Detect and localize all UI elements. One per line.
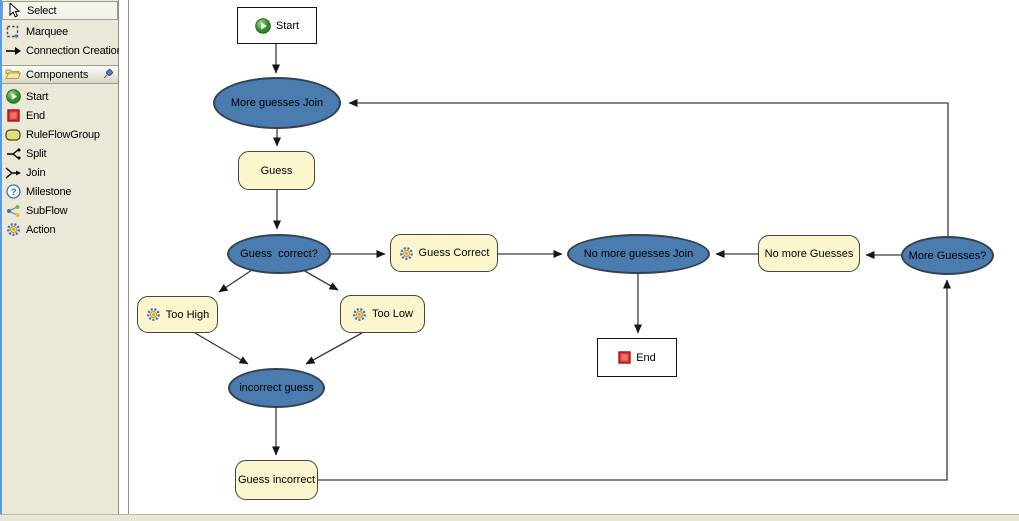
palette-item-subflow[interactable]: SubFlow xyxy=(2,201,118,220)
node-label: Too Low xyxy=(372,308,413,320)
node-more-guesses-join[interactable]: More guesses Join xyxy=(213,77,341,129)
folder-icon xyxy=(5,67,22,83)
end-node-icon xyxy=(618,351,631,364)
palette-tool-label: Connection Creation xyxy=(26,44,123,57)
node-too-low[interactable]: Too Low xyxy=(340,295,425,333)
edge-too-low-to-incorrect-guess[interactable] xyxy=(305,332,363,365)
edge-guess-correct-to-too-low[interactable] xyxy=(302,269,339,291)
node-no-more-guesses-join[interactable]: No more guesses Join xyxy=(567,234,710,274)
node-too-high[interactable]: Too High xyxy=(137,296,218,333)
node-label: incorrect guess xyxy=(239,382,314,394)
node-end[interactable]: End xyxy=(597,338,677,377)
palette-item-label: Split xyxy=(26,147,47,160)
palette-tool-label: Select xyxy=(27,4,57,17)
pin-icon[interactable] xyxy=(103,68,115,82)
svg-text:?: ? xyxy=(10,187,16,198)
palette-item-split[interactable]: Split xyxy=(2,144,118,163)
action-gear-icon xyxy=(399,246,414,261)
join-icon xyxy=(5,165,21,181)
ruleflowgroup-icon xyxy=(5,127,21,143)
marquee-icon xyxy=(5,24,21,40)
palette-tool-marquee[interactable]: Marquee xyxy=(2,22,118,41)
palette-item-ruleflowgroup[interactable]: RuleFlowGroup xyxy=(2,125,118,144)
milestone-icon: ? xyxy=(5,184,21,200)
palette-tool-label: Marquee xyxy=(26,25,69,38)
node-label: Guess incorrect xyxy=(237,474,316,486)
node-label: More guesses Join xyxy=(230,97,324,109)
select-cursor-icon xyxy=(6,3,22,19)
node-incorrect-guess[interactable]: incorrect guess xyxy=(228,368,325,408)
action-gear-icon xyxy=(146,307,161,322)
node-guess[interactable]: Guess xyxy=(238,151,315,190)
edge-too-high-to-incorrect-guess[interactable] xyxy=(194,332,249,365)
node-guess-correct-action[interactable]: Guess Correct xyxy=(390,234,498,272)
palette-item-end[interactable]: End xyxy=(2,106,118,125)
subflow-icon xyxy=(5,203,21,219)
node-guess-incorrect[interactable]: Guess incorrect xyxy=(235,460,318,500)
canvas-left-border xyxy=(128,0,129,514)
edge-guess-correct-to-too-high[interactable] xyxy=(218,269,253,293)
palette-item-label: RuleFlowGroup xyxy=(26,128,100,141)
action-gear-icon xyxy=(352,307,367,322)
palette-item-action[interactable]: Action xyxy=(2,220,118,239)
node-label: Too High xyxy=(165,308,210,321)
node-label: Start xyxy=(275,19,300,32)
palette-tool-connection-creation[interactable]: Connection Creation xyxy=(2,41,123,60)
connection-arrow-icon xyxy=(5,43,21,59)
palette-group-label: Components xyxy=(26,68,89,81)
node-label: More Guesses? xyxy=(908,249,987,262)
edge-guess-incorrect-to-more-guesses[interactable] xyxy=(318,279,951,481)
node-no-more-guesses[interactable]: No more Guesses xyxy=(758,235,860,272)
node-label: Guess xyxy=(260,164,293,177)
palette-tool-select[interactable]: Select xyxy=(2,1,118,20)
node-label: Guess correct? xyxy=(240,248,318,260)
node-start[interactable]: Start xyxy=(237,7,317,44)
start-node-icon xyxy=(255,17,271,34)
tool-palette: Select Marquee Connection Creation Compo… xyxy=(2,0,123,514)
end-icon xyxy=(5,108,21,124)
palette-item-label: End xyxy=(26,109,45,122)
palette-item-label: Start xyxy=(26,90,49,103)
edge-more-guesses-to-more-guesses-join[interactable] xyxy=(348,99,949,236)
palette-item-label: Join xyxy=(26,166,46,179)
palette-canvas-gutter xyxy=(119,0,128,514)
start-icon xyxy=(5,89,21,105)
action-icon xyxy=(5,222,21,238)
palette-item-label: Milestone xyxy=(26,185,72,198)
window-left-edge xyxy=(0,0,2,514)
palette-item-label: Action xyxy=(26,223,56,236)
window-bottom-strip xyxy=(0,514,1019,521)
palette-item-label: SubFlow xyxy=(26,204,68,217)
node-label: No more Guesses xyxy=(764,247,854,260)
palette-item-join[interactable]: Join xyxy=(2,163,118,182)
node-guess-correct-split[interactable]: Guess correct? xyxy=(227,234,331,274)
node-label: No more guesses Join xyxy=(583,248,694,260)
split-icon xyxy=(5,146,21,162)
node-label: Guess Correct xyxy=(418,247,490,259)
palette-group-components[interactable]: Components xyxy=(2,65,118,84)
palette-item-milestone[interactable]: ? Milestone xyxy=(2,182,118,201)
node-label: End xyxy=(636,351,656,364)
node-more-guesses-split[interactable]: More Guesses? xyxy=(901,236,994,275)
palette-item-start[interactable]: Start xyxy=(2,87,118,106)
